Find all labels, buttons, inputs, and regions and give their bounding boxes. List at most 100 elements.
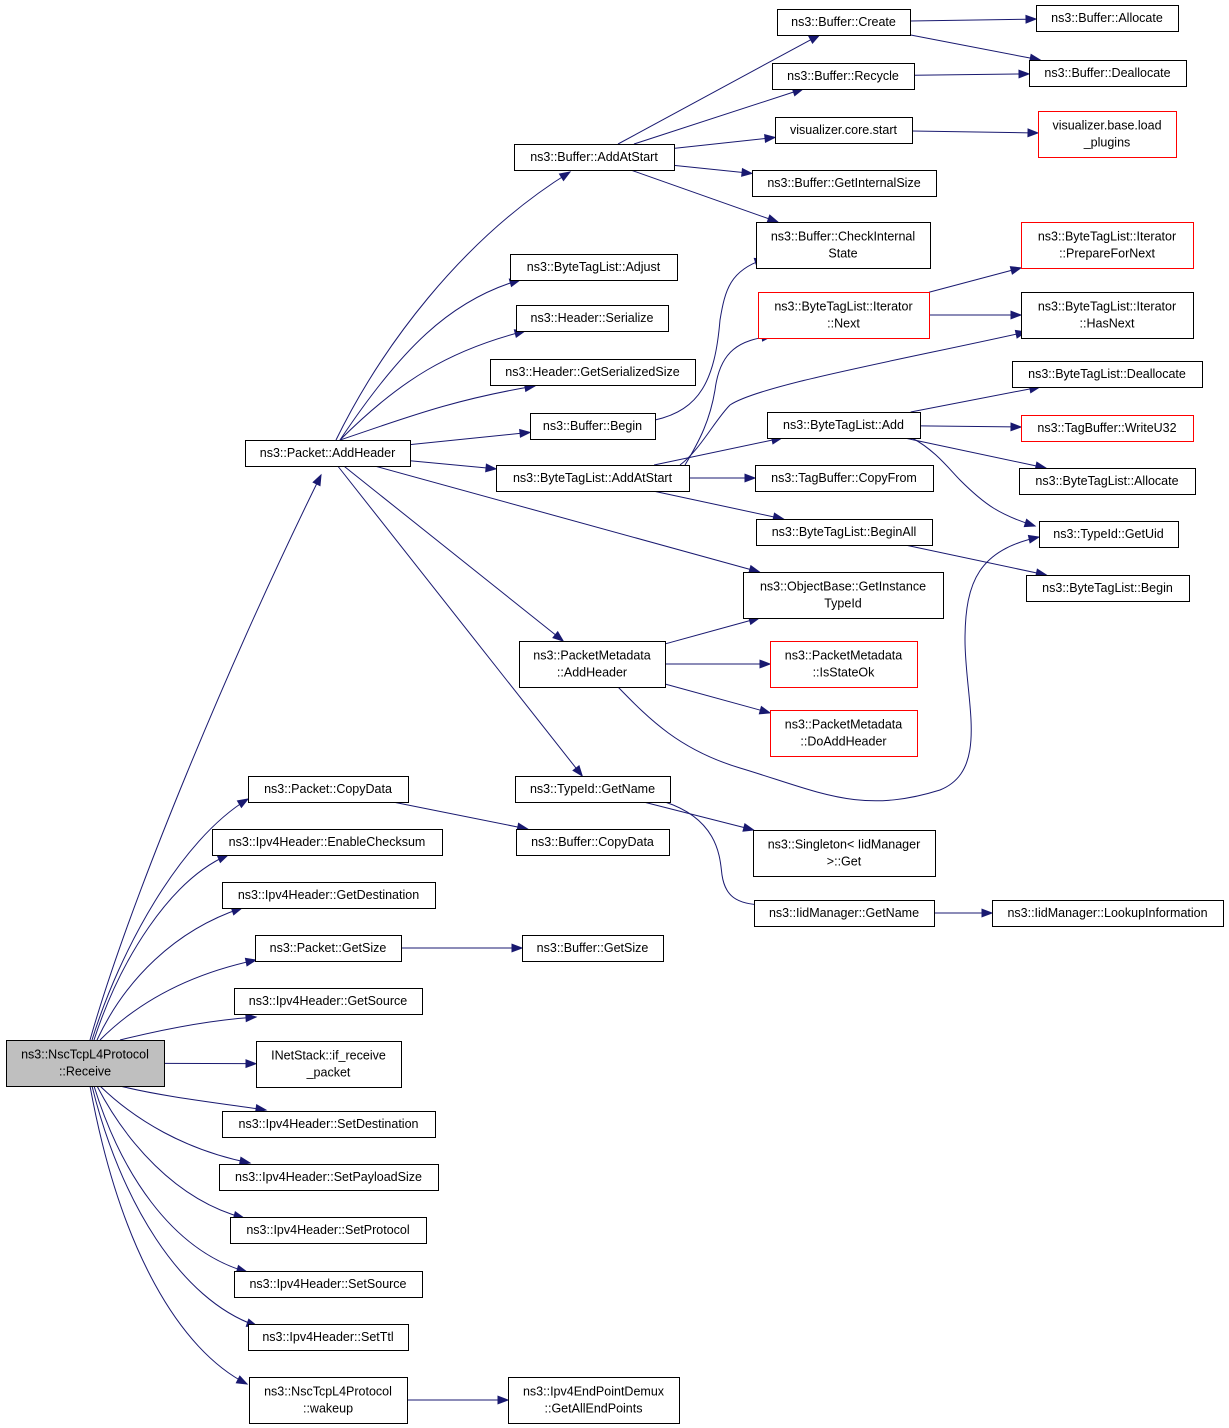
node-label: ns3::NscTcpL4Protocol: [21, 1047, 149, 1061]
node-label: ns3::Packet::GetSize: [270, 941, 387, 955]
node-btlAddAtStart[interactable]: ns3::ByteTagList::AddAtStart: [496, 465, 690, 492]
node-iidGetName[interactable]: ns3::IidManager::GetName: [754, 900, 935, 927]
edge-arrowhead: [216, 854, 230, 864]
edge-bufCreate-to-bufDeallocate: [909, 34, 1042, 63]
edge-arrowhead: [245, 1013, 258, 1023]
node-ifReceive[interactable]: INetStack::if_receive_packet: [256, 1041, 402, 1088]
node-bufBegin[interactable]: ns3::Buffer::Begin: [530, 413, 656, 440]
node-tbWriteU32[interactable]: ns3::TagBuffer::WriteU32: [1021, 415, 1194, 442]
edge-line: [904, 437, 1038, 467]
node-btlAdd[interactable]: ns3::ByteTagList::Add: [767, 412, 921, 439]
node-box: [1021, 222, 1194, 269]
node-vizStart[interactable]: visualizer.core.start: [775, 117, 913, 144]
edge-line: [673, 137, 767, 149]
node-btlBegin[interactable]: ns3::ByteTagList::Begin: [1026, 575, 1190, 602]
edge-arrowhead: [552, 630, 565, 642]
edge-line: [339, 385, 536, 441]
node-box: [992, 900, 1224, 927]
node-box: [1019, 468, 1196, 495]
node-btlAllocate[interactable]: ns3::ByteTagList::Allocate: [1019, 468, 1196, 495]
node-bufCopyData[interactable]: ns3::Buffer::CopyData: [516, 829, 670, 856]
node-box: [212, 829, 443, 856]
node-box: [255, 935, 402, 962]
node-bufAddAtStart[interactable]: ns3::Buffer::AddAtStart: [514, 144, 675, 171]
node-box: [230, 1217, 427, 1244]
node-bufGetInternalSize[interactable]: ns3::Buffer::GetInternalSize: [752, 170, 937, 197]
node-label: >::Get: [827, 854, 862, 868]
edge-bufRecycle-to-bufDeallocate: [913, 69, 1031, 79]
node-iidLookupInfo[interactable]: ns3::IidManager::LookupInformation: [992, 900, 1224, 927]
node-btlIterPrepare[interactable]: ns3::ByteTagList::Iterator::PrepareForNe…: [1021, 222, 1194, 269]
node-box: [770, 641, 918, 688]
node-box: [530, 413, 656, 440]
node-addHeader[interactable]: ns3::Packet::AddHeader: [245, 440, 411, 467]
node-label: _packet: [306, 1065, 351, 1079]
node-label: ::wakeup: [303, 1401, 353, 1415]
node-pmDoAddHeader[interactable]: ns3::PacketMetadata::DoAddHeader: [770, 710, 918, 757]
node-label: ns3::ByteTagList::Deallocate: [1028, 367, 1186, 381]
node-copyData[interactable]: ns3::Packet::CopyData: [248, 776, 409, 803]
node-box: [758, 292, 930, 339]
node-setProtocol[interactable]: ns3::Ipv4Header::SetProtocol: [230, 1217, 427, 1244]
edge-arrowhead: [238, 1156, 252, 1166]
node-tbCopyFrom[interactable]: ns3::TagBuffer::CopyFrom: [755, 465, 934, 492]
node-hdrGetSerializedSize[interactable]: ns3::Header::GetSerializedSize: [490, 359, 696, 386]
node-bufCreate[interactable]: ns3::Buffer::Create: [777, 9, 911, 36]
edge-arrowhead: [235, 1375, 249, 1385]
node-typeIdGetName[interactable]: ns3::TypeId::GetName: [515, 776, 671, 803]
edge-line: [909, 18, 1028, 22]
node-box: [222, 882, 436, 909]
node-label: ns3::Buffer::Allocate: [1051, 11, 1163, 25]
edge-arrowhead: [244, 957, 258, 967]
node-getDestination[interactable]: ns3::Ipv4Header::GetDestination: [222, 882, 436, 909]
node-btlIterNext[interactable]: ns3::ByteTagList::Iterator::Next: [758, 292, 930, 339]
node-box: [515, 776, 671, 803]
node-btlAdjust[interactable]: ns3::ByteTagList::Adjust: [510, 254, 678, 281]
node-bufAllocate[interactable]: ns3::Buffer::Allocate: [1036, 5, 1179, 32]
node-label: ::HasNext: [1080, 316, 1135, 330]
node-wakeup[interactable]: ns3::NscTcpL4Protocol::wakeup: [249, 1377, 408, 1424]
node-box: [222, 1111, 436, 1138]
edge-arrowhead: [1027, 534, 1041, 544]
edge-arrowhead: [981, 908, 994, 918]
node-demuxGetAll[interactable]: ns3::Ipv4EndPointDemux::GetAllEndPoints: [508, 1377, 680, 1424]
node-setSource[interactable]: ns3::Ipv4Header::SetSource: [234, 1271, 423, 1298]
edge-arrowhead: [1009, 266, 1023, 275]
edge-line: [617, 38, 812, 145]
node-typeIdGetUid[interactable]: ns3::TypeId::GetUid: [1039, 521, 1179, 548]
node-getSize[interactable]: ns3::Packet::GetSize: [255, 935, 402, 962]
node-vizLoadPlugins[interactable]: visualizer.base.load_plugins: [1038, 111, 1177, 158]
node-label: ::AddHeader: [557, 665, 627, 679]
node-btlDeallocate[interactable]: ns3::ByteTagList::Deallocate: [1012, 361, 1203, 388]
node-enableChecksum[interactable]: ns3::Ipv4Header::EnableChecksum: [212, 829, 443, 856]
node-setTtl[interactable]: ns3::Ipv4Header::SetTtl: [248, 1324, 409, 1351]
node-pmAddHeader[interactable]: ns3::PacketMetadata::AddHeader: [519, 641, 666, 688]
node-pmIsStateOk[interactable]: ns3::PacketMetadata::IsStateOk: [770, 641, 918, 688]
edge-addHeader-to-bufAddAtStart: [335, 171, 572, 441]
node-root[interactable]: ns3::NscTcpL4Protocol::Receive: [6, 1040, 165, 1087]
node-label: ns3::Ipv4Header::GetDestination: [238, 888, 419, 902]
edge-line: [684, 335, 773, 466]
node-bufDeallocate[interactable]: ns3::Buffer::Deallocate: [1029, 60, 1187, 87]
node-label: INetStack::if_receive: [271, 1048, 386, 1062]
node-hdrSerialize[interactable]: ns3::Header::Serialize: [516, 305, 669, 332]
edge-line: [679, 331, 1027, 466]
edge-root-to-getSize: [99, 957, 258, 1041]
node-btlBeginAll[interactable]: ns3::ByteTagList::BeginAll: [756, 519, 933, 546]
node-getSource[interactable]: ns3::Ipv4Header::GetSource: [234, 988, 423, 1015]
node-bufRecycle[interactable]: ns3::Buffer::Recycle: [772, 63, 915, 90]
node-label: ns3::Ipv4Header::SetDestination: [239, 1117, 419, 1131]
node-setPayloadSize[interactable]: ns3::Ipv4Header::SetPayloadSize: [219, 1164, 439, 1191]
node-setDestination[interactable]: ns3::Ipv4Header::SetDestination: [222, 1111, 436, 1138]
node-label: ns3::TagBuffer::WriteU32: [1037, 421, 1176, 435]
node-btlIterHasNext[interactable]: ns3::ByteTagList::Iterator::HasNext: [1021, 292, 1194, 339]
edge-line: [664, 619, 751, 645]
node-label: ns3::ByteTagList::Begin: [1042, 581, 1173, 595]
edge-arrowhead: [236, 798, 250, 809]
edge-line: [89, 1085, 248, 1385]
node-bufGetSize[interactable]: ns3::Buffer::GetSize: [522, 935, 664, 962]
node-singletonGet[interactable]: ns3::Singleton< IidManager>::Get: [753, 830, 936, 877]
edge-typeIdGetName-to-singletonGet: [643, 801, 755, 832]
